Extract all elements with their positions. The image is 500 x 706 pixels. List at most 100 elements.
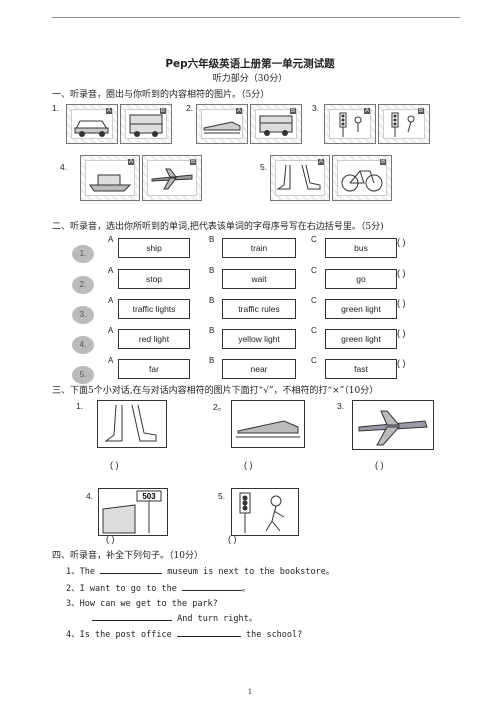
s2-letter-b: B [209, 296, 215, 305]
s2-answer[interactable]: ( ) [397, 298, 406, 308]
s3-item3-answer[interactable]: ( ) [375, 460, 384, 470]
section4-instruction: 四、听录音，补全下列句子。（10分） [52, 551, 203, 561]
s2-answer[interactable]: ( ) [397, 268, 406, 278]
s2-letter-a: A [108, 356, 114, 365]
s4-blank-1[interactable] [100, 565, 163, 574]
s3-item2-picture[interactable] [231, 400, 305, 448]
s1-label: A [317, 159, 324, 165]
s2-option-a[interactable]: ship [118, 238, 190, 258]
s1-item3-picture-b[interactable]: B [378, 104, 430, 144]
s2-option-b[interactable]: yellow light [222, 329, 296, 349]
s4-blank-4[interactable] [176, 628, 241, 637]
s2-letter-b: B [209, 356, 215, 365]
s3-item5-picture[interactable] [231, 488, 299, 536]
s1-item1-picture-a[interactable]: A [66, 104, 118, 144]
bus-icon [129, 114, 163, 137]
s1-item1-picture-b[interactable]: B [120, 104, 172, 144]
s1-label: B [159, 108, 166, 114]
traffic-light-person-icon [339, 112, 362, 137]
s3-item1-answer[interactable]: ( ) [110, 460, 119, 470]
s4-sentence-1: 1、The museum is next to the bookstore。 [66, 565, 335, 577]
s2-row-num: 3. [72, 306, 94, 324]
bicycle-icon [341, 170, 383, 192]
s2-option-a[interactable]: far [118, 359, 190, 379]
s4-blank-3[interactable] [92, 612, 172, 621]
s2-option-b[interactable]: train [222, 238, 296, 258]
section2-instruction: 二、听录音，选出你所听到的单词,把代表该单词的字母序号写在右边括号里。（5分) [52, 222, 384, 232]
s3-item3-picture[interactable] [352, 400, 434, 450]
s1-item4-picture-a[interactable]: A [80, 155, 140, 201]
s2-letter-a: A [108, 296, 114, 305]
s1-item5-picture-b[interactable]: B [332, 155, 392, 201]
s1-item4-picture-b[interactable]: B [142, 155, 202, 201]
s2-option-c[interactable]: go [325, 269, 397, 289]
s2-option-b[interactable]: traffic rules [222, 299, 296, 319]
s2-option-a[interactable]: traffic lights [118, 299, 190, 319]
s2-letter-c: C [311, 296, 317, 305]
s1-label: B [189, 159, 196, 165]
s1-label: B [417, 108, 424, 114]
plane-icon [151, 168, 193, 190]
s4-sentence-4: 4、Is the post office the school? [66, 628, 303, 640]
s2-option-c[interactable]: fast [325, 359, 397, 379]
s2-option-c[interactable]: green light [325, 299, 397, 319]
s2-letter-a: A [108, 266, 114, 275]
s2-letter-c: C [311, 235, 317, 244]
page-subtitle: 听力部分（30分） [212, 74, 288, 84]
s2-option-c[interactable]: green light [325, 329, 397, 349]
s1-item2-picture-a[interactable]: A [196, 104, 248, 144]
s1-label: A [127, 159, 134, 165]
section1-instruction: 一、听录音，圈出与你听到的内容相符的图片。（5分） [52, 90, 270, 100]
s3-item5-answer[interactable]: ( ) [228, 534, 237, 544]
s1-item4-num: 4. [60, 162, 68, 172]
s3-item1-picture[interactable] [97, 400, 167, 448]
s2-answer[interactable]: ( ) [397, 358, 406, 368]
s2-row-num: 4. [72, 336, 94, 354]
walking-feet-icon [104, 404, 157, 442]
s2-option-c[interactable]: bus [325, 238, 397, 258]
s1-item3-num: 3. [312, 103, 320, 113]
s2-letter-b: B [209, 266, 215, 275]
s2-row-num: 1. [72, 245, 94, 263]
s3-item4-num: 4. [86, 491, 94, 501]
traffic-light-person-icon [239, 492, 285, 533]
plane-icon [358, 410, 428, 446]
train-icon [203, 121, 241, 134]
train-icon [236, 420, 300, 438]
s1-label: B [289, 108, 296, 114]
s1-label: A [105, 108, 112, 114]
s2-letter-a: A [108, 326, 114, 335]
s2-letter-c: C [311, 356, 317, 365]
s3-item2-num: 2。 [213, 402, 227, 412]
s2-option-b[interactable]: near [222, 359, 296, 379]
s2-answer[interactable]: ( ) [397, 328, 406, 338]
s2-letter-c: C [311, 326, 317, 335]
bus-stop-sign-icon: 503 [102, 490, 162, 534]
s1-item2-num: 2. [186, 103, 194, 113]
s2-option-b[interactable]: wait [222, 269, 296, 289]
s1-item5-picture-a[interactable]: A [270, 155, 330, 201]
s3-item5-num: 5. [218, 491, 226, 501]
s2-option-a[interactable]: red light [118, 329, 190, 349]
s2-answer[interactable]: ( ) [397, 237, 406, 247]
s3-item1-num: 1. [76, 401, 84, 411]
car-icon [74, 120, 109, 137]
s4-blank-2[interactable] [181, 582, 242, 591]
s4-sentence-3b: And turn right。 [92, 612, 257, 624]
page-number: 1 [247, 688, 253, 696]
traffic-light-person-icon [391, 112, 415, 137]
s1-item2-picture-b[interactable]: B [250, 104, 302, 144]
s4-sentence-3: 3、How can we get to the park? [66, 599, 218, 609]
s2-letter-b: B [209, 326, 215, 335]
s3-item4-picture[interactable]: 503 [98, 488, 168, 536]
s1-label: A [235, 108, 242, 114]
s3-item2-answer[interactable]: ( ) [244, 460, 253, 470]
s2-option-a[interactable]: stop [118, 269, 190, 289]
s1-item1-num: 1. [52, 103, 60, 113]
s1-item3-picture-a[interactable]: A [324, 104, 376, 144]
s2-letter-b: B [209, 235, 215, 244]
s3-item4-answer[interactable]: ( ) [106, 534, 115, 544]
s1-item5-num: 5. [260, 162, 268, 172]
header-rule [52, 17, 460, 18]
s3-item3-num: 3. [337, 401, 345, 411]
